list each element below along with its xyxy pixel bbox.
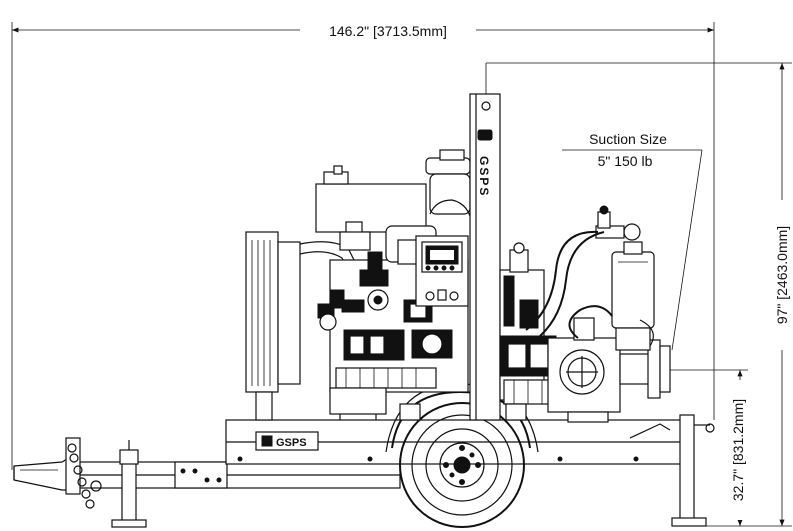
overall-height-label: 97" [2463.0mm] — [774, 226, 790, 324]
suction-height-label: 32.7" [831.2mm] — [730, 399, 746, 501]
safety-chain — [67, 443, 102, 509]
suction-size-callout: Suction Size 5" 150 lb — [562, 131, 703, 351]
fender-bracket — [399, 403, 527, 421]
mast-logo: GSPS — [477, 156, 491, 197]
mast: GSPS — [469, 93, 501, 421]
suction-size-value: 5" 150 lb — [598, 153, 653, 169]
overall-length-dimension: 146.2" [3713.5mm] — [11, 20, 715, 470]
overall-height-dimension: 97" [2463.0mm] — [485, 62, 792, 527]
pump-assembly — [499, 242, 671, 423]
air-cleaner — [315, 149, 473, 251]
control-panel — [415, 235, 469, 307]
trailer-tongue — [13, 437, 401, 528]
engine-block — [317, 225, 469, 420]
base-logo: GSPS — [276, 437, 307, 449]
radiator — [245, 231, 357, 421]
suction-height-dimension: 32.7" [831.2mm] — [670, 369, 748, 526]
trailer-frame: GSPS — [225, 414, 715, 527]
overall-length-label: 146.2" [3713.5mm] — [329, 23, 447, 39]
front-jack — [111, 440, 147, 528]
suction-size-title: Suction Size — [589, 131, 667, 147]
vacuum-tank — [525, 205, 655, 351]
